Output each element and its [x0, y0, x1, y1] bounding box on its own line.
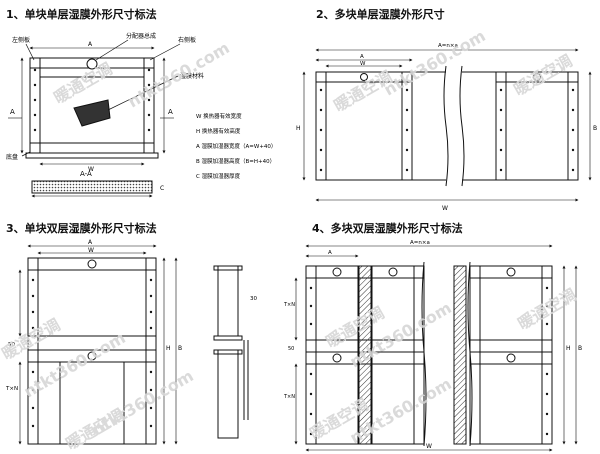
middle-pipe-icon [87, 351, 97, 361]
callout-base: 底盘 [6, 153, 18, 161]
legend-B: B 湿膜加湿器高度（B=H+40） [196, 157, 275, 165]
section2-dimensions [302, 48, 592, 202]
dim-A-double: A [88, 239, 93, 246]
legend-H: H 换热器有效高度 [196, 127, 241, 135]
dim-H-double: H [166, 345, 171, 352]
dim-B-right: B [593, 125, 597, 132]
multi-double-holes [309, 286, 549, 436]
dim-TxN-lower: T×N [283, 394, 295, 400]
double-layer-front [27, 257, 157, 445]
section-title-3: 3、单块双层湿膜外形尺寸标法 [6, 222, 157, 235]
pipe-icon-f [332, 353, 342, 363]
legend-A: A 湿膜加湿器宽度（A=W+40） [196, 142, 276, 150]
legend: W 换热器有效宽度 H 换热器有效高度 A 湿膜加湿器宽度（A=W+40） B … [196, 112, 276, 180]
top-pipe-icon [87, 259, 97, 269]
multi-single-holes [319, 88, 575, 172]
wet-media-sample [73, 99, 111, 127]
double-layer-holes [31, 278, 153, 428]
pipe-icon-c [332, 267, 342, 277]
dim-A-eq-nxa: A=n×a [438, 43, 458, 49]
dim-A-module: A [360, 54, 364, 60]
dim-TxN-upper: T×N [283, 302, 295, 308]
section-mark-left: A [10, 108, 15, 116]
divider-post [358, 265, 372, 445]
section-AA-label: A-A [80, 170, 92, 178]
dim-A-eq-nxa-4: A=n×a [410, 240, 430, 246]
section-title-4: 4、多块双层湿膜外形尺寸标法 [312, 222, 463, 235]
multi-single-frame [315, 65, 579, 187]
dim-A-top: A [88, 41, 93, 48]
dim-50-4: 50 [288, 346, 294, 352]
dim-30-side: 30 [250, 296, 257, 302]
watermark-en-2: ntkt360.com [381, 26, 489, 99]
single-layer-frame [25, 57, 159, 159]
callout-left-plate: 左侧板 [12, 36, 30, 44]
legend-C: C 湿膜加湿器厚度 [196, 172, 241, 180]
section4-dimensions [294, 244, 578, 452]
watermark: 暖通空调 ntkt360.com 暖通空调 ntkt360.com 暖通空调 暖… [0, 26, 579, 453]
watermark-cn-4: 暖通空调 [0, 315, 63, 363]
pipe-icon-e [506, 267, 516, 277]
dim-H-4: H [566, 345, 571, 352]
section-title-1: 1、单块单层湿膜外形尺寸标法 [6, 8, 157, 21]
side-plate-holes [33, 68, 151, 132]
dim-C: C [160, 185, 164, 192]
dim-W-bottom: W [88, 166, 94, 173]
double-layer-side [213, 265, 249, 439]
section1-dimensions [8, 46, 174, 166]
dim-W-double: W [88, 247, 94, 254]
pipe-icon-a [360, 73, 368, 81]
dim-H-left: H [296, 125, 301, 132]
dim-50-double: 50 [8, 342, 15, 348]
dim-W-module: W [360, 61, 366, 67]
dim-A-module-4: A [328, 250, 332, 256]
watermark-cn-8: 暖通空调 [515, 285, 580, 333]
callout-leaders [21, 39, 181, 157]
dim-W-total: W [442, 205, 448, 212]
watermark-cn-3: 暖通空调 [511, 51, 576, 99]
dim-TxN-double: T×N [5, 386, 18, 392]
callout-media: 湿膜材料 [180, 72, 204, 80]
dim-B-4: B [578, 345, 582, 352]
callout-right-plate: 右侧板 [178, 36, 196, 44]
pipe-icon-b [533, 73, 541, 81]
section3-dimensions [18, 244, 178, 445]
dim-B-double: B [178, 345, 182, 352]
pipe-icon-g [506, 353, 516, 363]
watermark-en-4: ntkt360.com [89, 366, 197, 439]
watermark-en-1: ntkt360.com [125, 38, 233, 111]
callout-distributor: 分配器总成 [126, 32, 156, 40]
divider-post-2 [453, 265, 467, 445]
inlet-pipe-icon [86, 58, 98, 70]
section-mark-right: A [168, 108, 173, 116]
section-AA-view [31, 180, 153, 194]
legend-W: W 换热器有效宽度 [196, 112, 242, 120]
dim-W-total-4: W [426, 443, 432, 450]
section-title-2: 2、多块单层湿膜外形尺寸 [316, 8, 445, 21]
pipe-icon-d [388, 267, 398, 277]
